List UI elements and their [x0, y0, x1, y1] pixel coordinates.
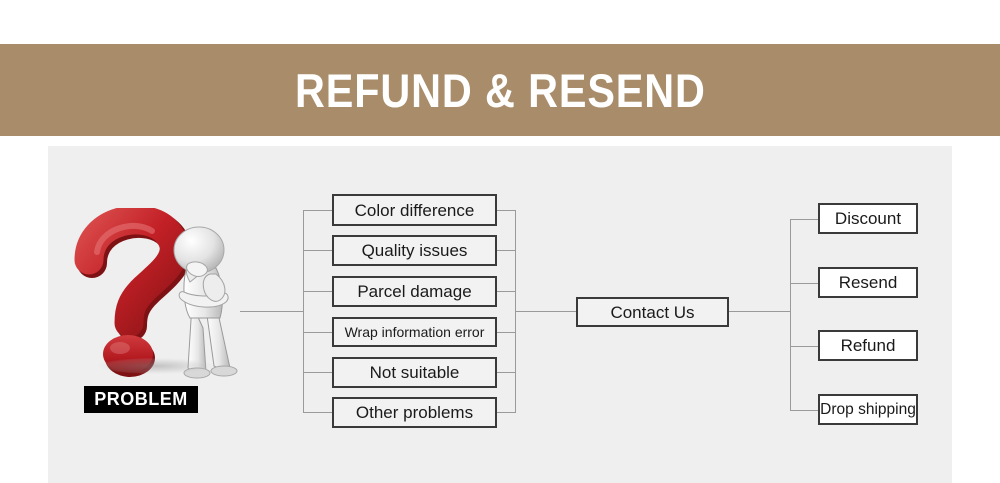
connector-trunk-left	[240, 311, 304, 312]
issue-label: Quality issues	[361, 241, 468, 260]
diagram-panel: PROBLEM Color difference Quality issues …	[48, 146, 952, 483]
connector-spine-issues-left	[303, 210, 304, 412]
connector-stub-issue-2-right	[497, 250, 516, 251]
solution-box-resend[interactable]: Resend	[818, 267, 918, 298]
connector-issues-to-contact	[515, 311, 576, 312]
solution-label: Discount	[834, 209, 902, 228]
solution-box-drop-shipping[interactable]: Drop shipping	[818, 394, 918, 425]
problem-graphic: PROBLEM	[64, 208, 254, 418]
issue-label: Parcel damage	[357, 282, 472, 301]
connector-stub-solution-2	[790, 283, 818, 284]
connector-stub-issue-1-left	[303, 210, 332, 211]
connector-stub-issue-6-left	[303, 412, 332, 413]
issue-box-quality-issues[interactable]: Quality issues	[332, 235, 497, 266]
connector-stub-issue-5-left	[303, 372, 332, 373]
connector-contact-to-solutions	[729, 311, 790, 312]
connector-stub-issue-2-left	[303, 250, 332, 251]
connector-stub-issue-5-right	[497, 372, 516, 373]
connector-stub-issue-4-right	[497, 332, 516, 333]
issue-box-wrap-information-error[interactable]: Wrap information error	[332, 317, 497, 347]
issue-label: Not suitable	[369, 363, 460, 382]
page-title: REFUND & RESEND	[294, 63, 706, 117]
connector-stub-solution-4	[790, 410, 818, 411]
page-banner: REFUND & RESEND	[0, 44, 1000, 136]
connector-stub-issue-3-left	[303, 291, 332, 292]
problem-label: PROBLEM	[84, 386, 198, 413]
solution-label: Resend	[838, 273, 898, 292]
question-mark-icon	[74, 208, 238, 379]
issue-box-parcel-damage[interactable]: Parcel damage	[332, 276, 497, 307]
figure-shadow	[98, 358, 214, 374]
issue-label: Wrap information error	[344, 324, 485, 340]
solution-box-discount[interactable]: Discount	[818, 203, 918, 234]
connector-stub-issue-4-left	[303, 332, 332, 333]
solution-label: Refund	[840, 336, 896, 355]
connector-stub-solution-3	[790, 346, 818, 347]
connector-stub-issue-3-right	[497, 291, 516, 292]
contact-us-label: Contact Us	[610, 302, 695, 322]
connector-stub-solution-1	[790, 219, 818, 220]
contact-us-box[interactable]: Contact Us	[576, 297, 729, 327]
issue-label: Other problems	[355, 403, 474, 422]
issue-box-other-problems[interactable]: Other problems	[332, 397, 497, 428]
connector-stub-issue-6-right	[497, 412, 516, 413]
issue-box-color-difference[interactable]: Color difference	[332, 194, 497, 226]
connector-stub-issue-1-right	[497, 210, 516, 211]
connector-spine-solutions	[790, 219, 791, 411]
issue-label: Color difference	[354, 200, 475, 220]
issue-box-not-suitable[interactable]: Not suitable	[332, 357, 497, 388]
solution-box-refund[interactable]: Refund	[818, 330, 918, 361]
solution-label: Drop shipping	[820, 400, 916, 418]
